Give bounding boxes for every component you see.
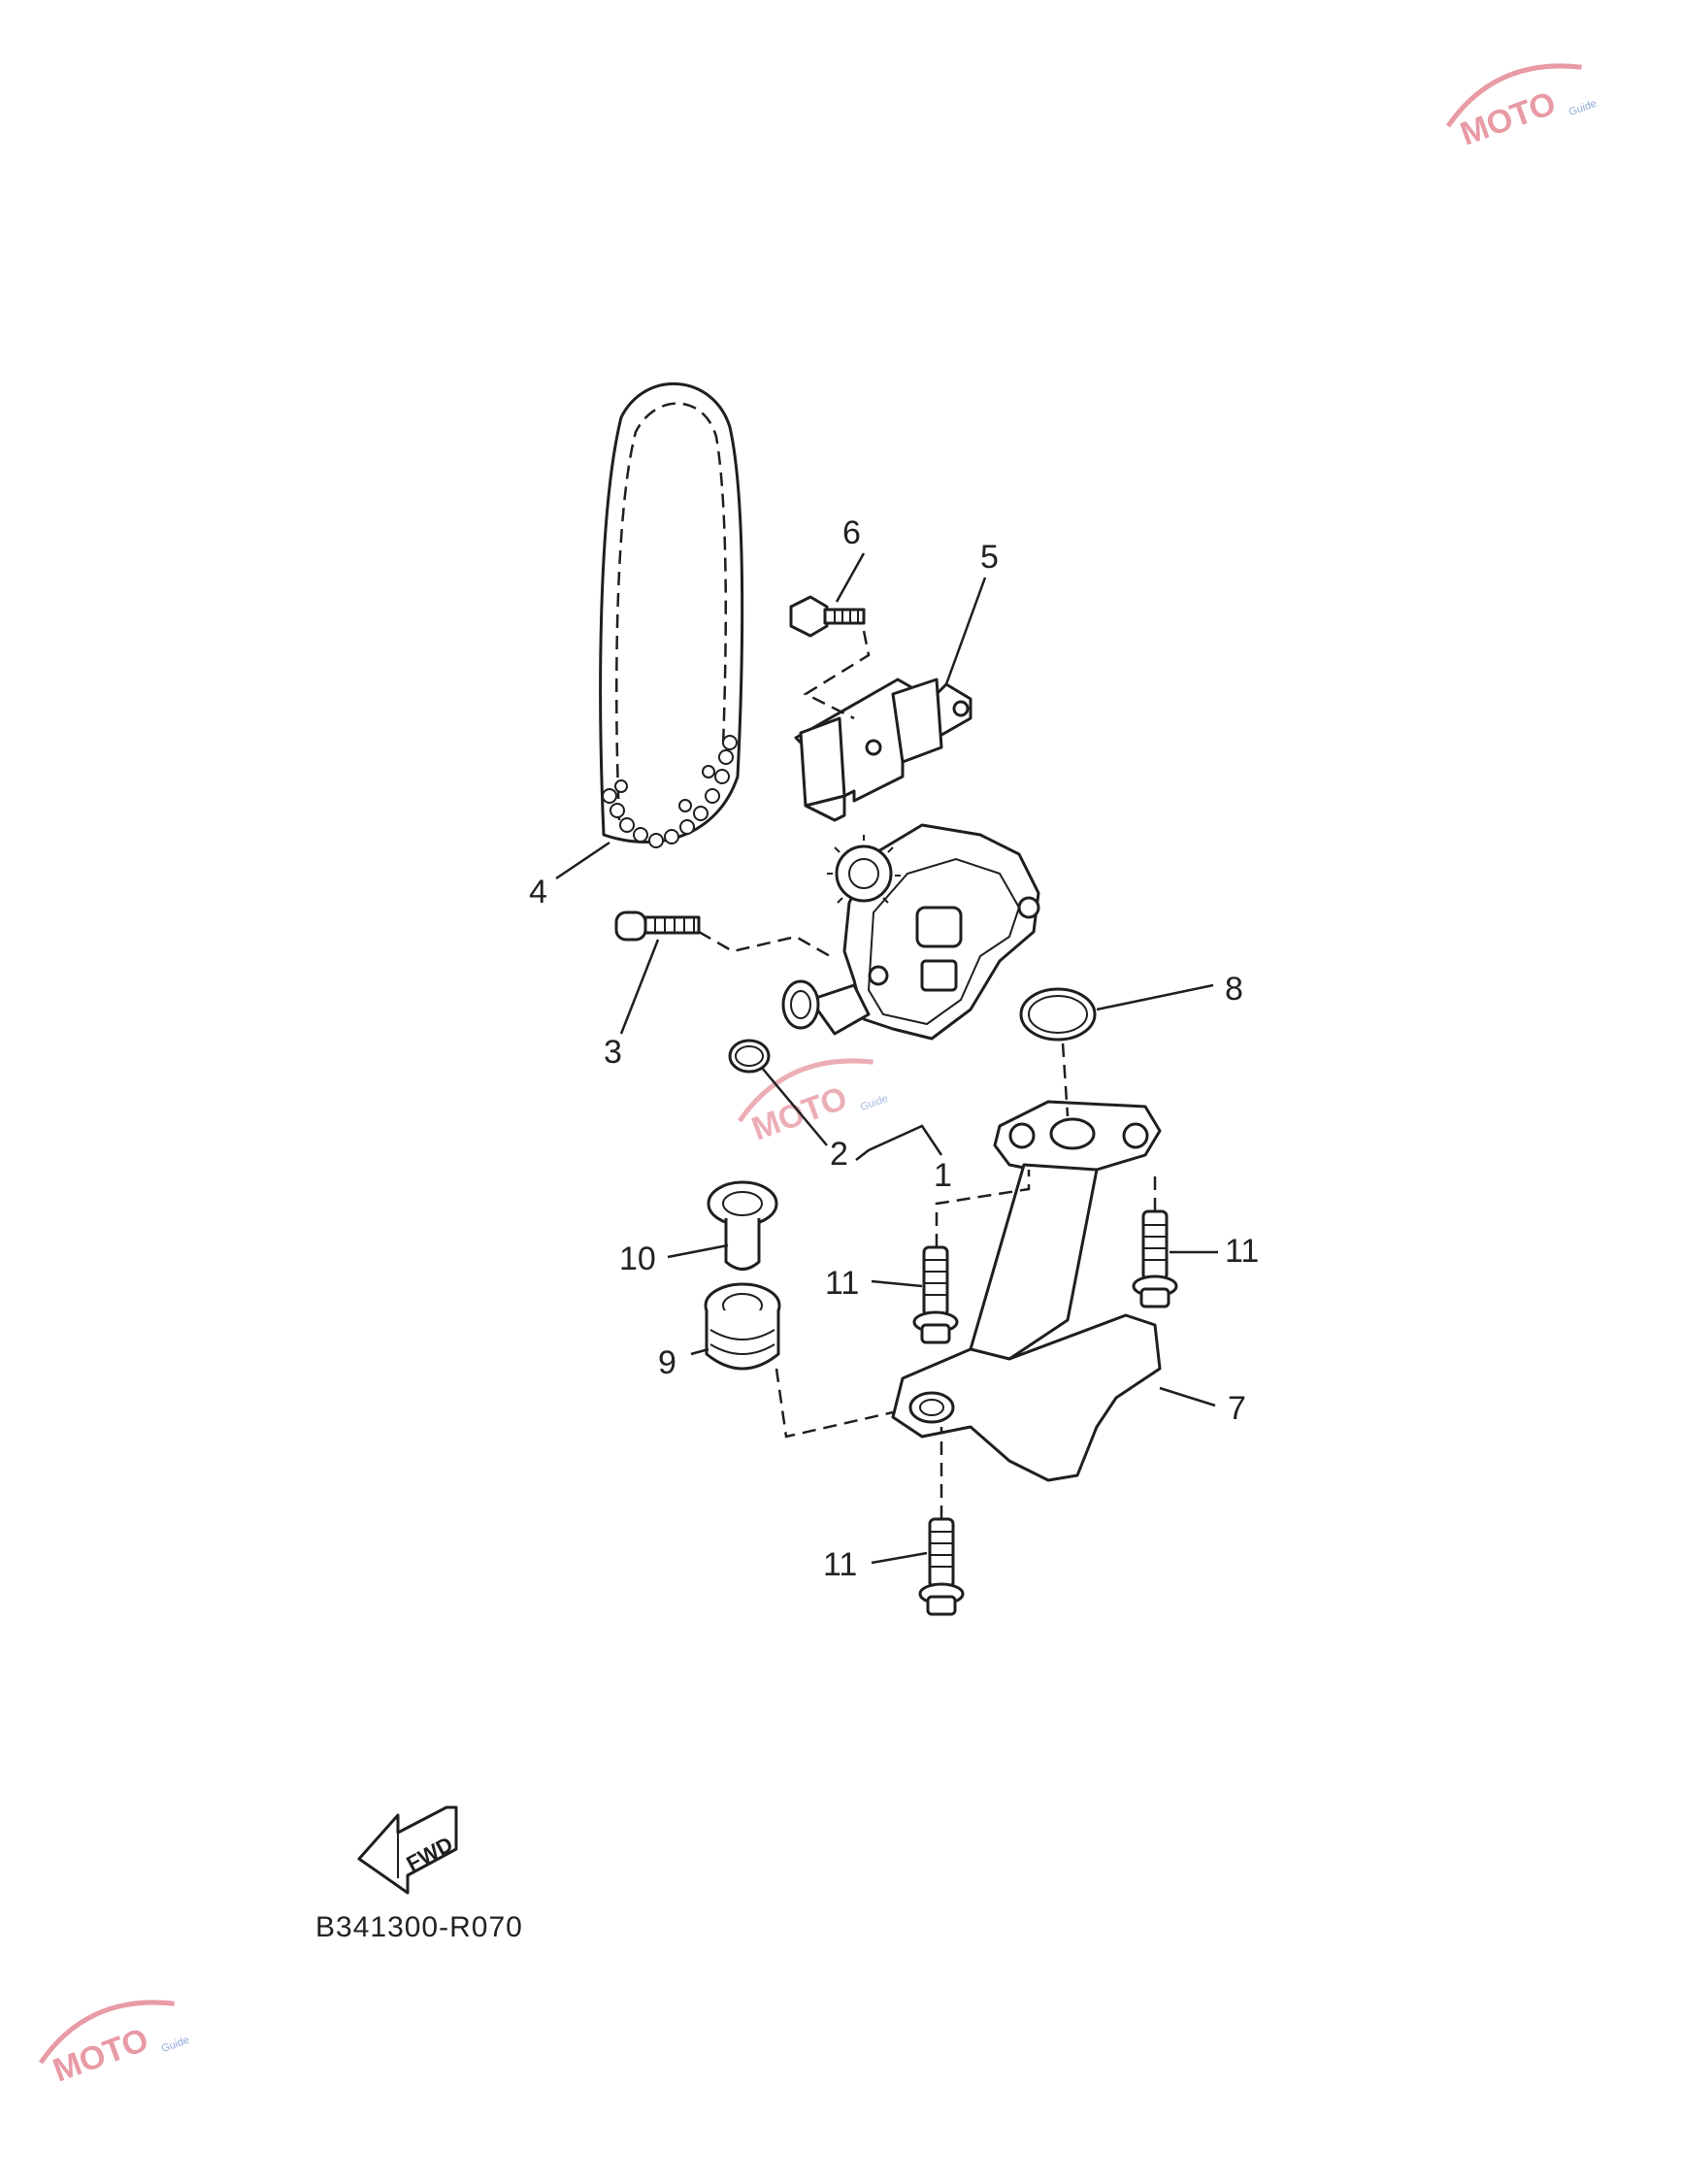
- part-11-bolt-c: [918, 1517, 965, 1616]
- callout-11-c: 11: [823, 1546, 857, 1583]
- callout-11-b: 11: [1225, 1233, 1259, 1270]
- part-1-oil-pump: [781, 823, 1040, 1041]
- watermark-brand: MOTO: [49, 2021, 153, 2089]
- part-11-bolt-b: [1132, 1209, 1178, 1308]
- part-3-bolt: [614, 910, 701, 942]
- part-4-chain: [599, 382, 744, 848]
- watermark-sub: Guide: [1567, 98, 1599, 118]
- pump-sprocket: [827, 835, 901, 904]
- callout-5: 5: [980, 539, 999, 576]
- callout-4: 4: [529, 874, 547, 910]
- callout-8: 8: [1225, 971, 1243, 1008]
- callouts: 6 5 4 3 2 1 8 10 9 11 11 7 11: [529, 514, 1259, 1583]
- part-2-circlip: [728, 1039, 771, 1074]
- callout-11-a: 11: [825, 1265, 859, 1302]
- part-5-chain-guide: [794, 678, 972, 822]
- leader-lines: [555, 552, 1218, 1565]
- part-6-bolt: [789, 595, 866, 638]
- callout-3: 3: [604, 1034, 622, 1071]
- callout-9: 9: [658, 1344, 676, 1381]
- part-9-grommet: [704, 1282, 781, 1371]
- part-10-collar: [707, 1180, 778, 1271]
- callout-1: 1: [934, 1157, 952, 1194]
- callout-7: 7: [1228, 1390, 1246, 1427]
- watermark-logo-top: MOTO Guide: [1445, 63, 1599, 153]
- callout-6: 6: [842, 514, 861, 551]
- watermark-sub: Guide: [859, 1093, 890, 1113]
- callout-10: 10: [619, 1241, 656, 1277]
- watermark-logo-bottom: MOTO Guide: [38, 2000, 191, 2090]
- assembly-lines: [698, 630, 1157, 1519]
- part-7-strainer: [891, 1100, 1162, 1482]
- fwd-arrow-icon: FWD: [357, 1805, 458, 1895]
- diagram-code: B341300-R070: [315, 1911, 523, 1943]
- part-11-bolt-a: [912, 1245, 959, 1344]
- callout-2: 2: [830, 1136, 848, 1173]
- watermark-brand: MOTO: [1456, 84, 1561, 152]
- part-8-o-ring: [1019, 987, 1097, 1042]
- watermark-sub: Guide: [160, 2035, 191, 2055]
